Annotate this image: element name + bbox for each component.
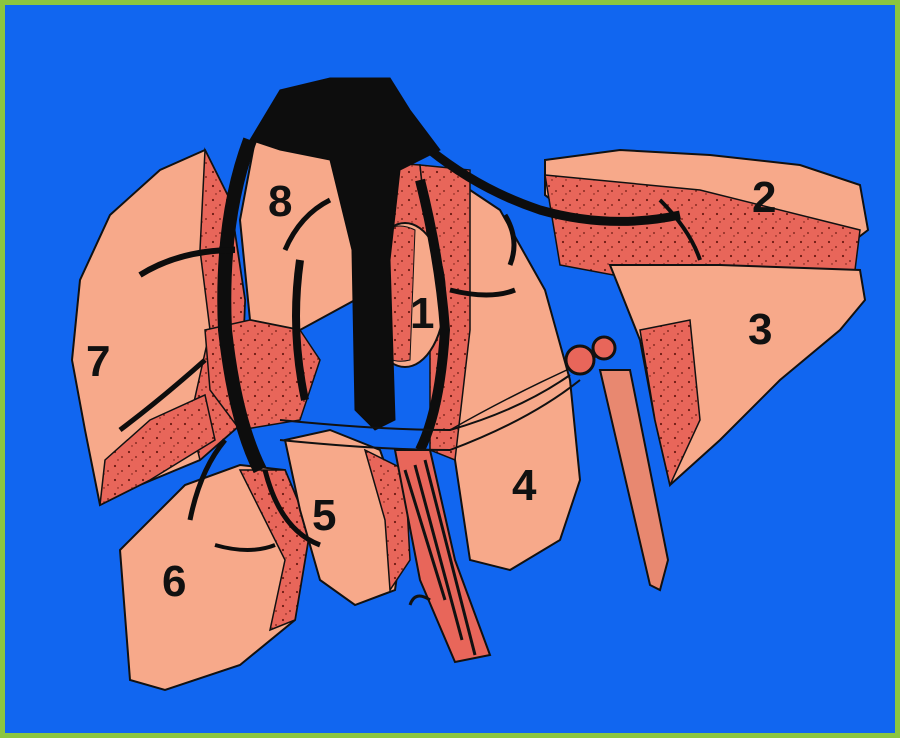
lobe-segment-5	[285, 430, 410, 605]
segment-6-label: 6	[162, 557, 186, 606]
lobe-segment-6	[120, 465, 310, 690]
segment-7-label: 7	[86, 337, 110, 386]
segment-2-label: 2	[752, 173, 776, 222]
lobe-segment-2	[545, 150, 868, 280]
liver-segments-diagram: 1 2 3 4 5 6 7 8	[5, 5, 895, 733]
segment-8-label: 8	[268, 177, 292, 226]
segment-3-label: 3	[748, 305, 772, 354]
segment-5-label: 5	[312, 491, 336, 540]
segment-1-label: 1	[410, 289, 434, 338]
lobe-segment-3	[610, 265, 865, 485]
segment-4-label: 4	[512, 461, 537, 510]
